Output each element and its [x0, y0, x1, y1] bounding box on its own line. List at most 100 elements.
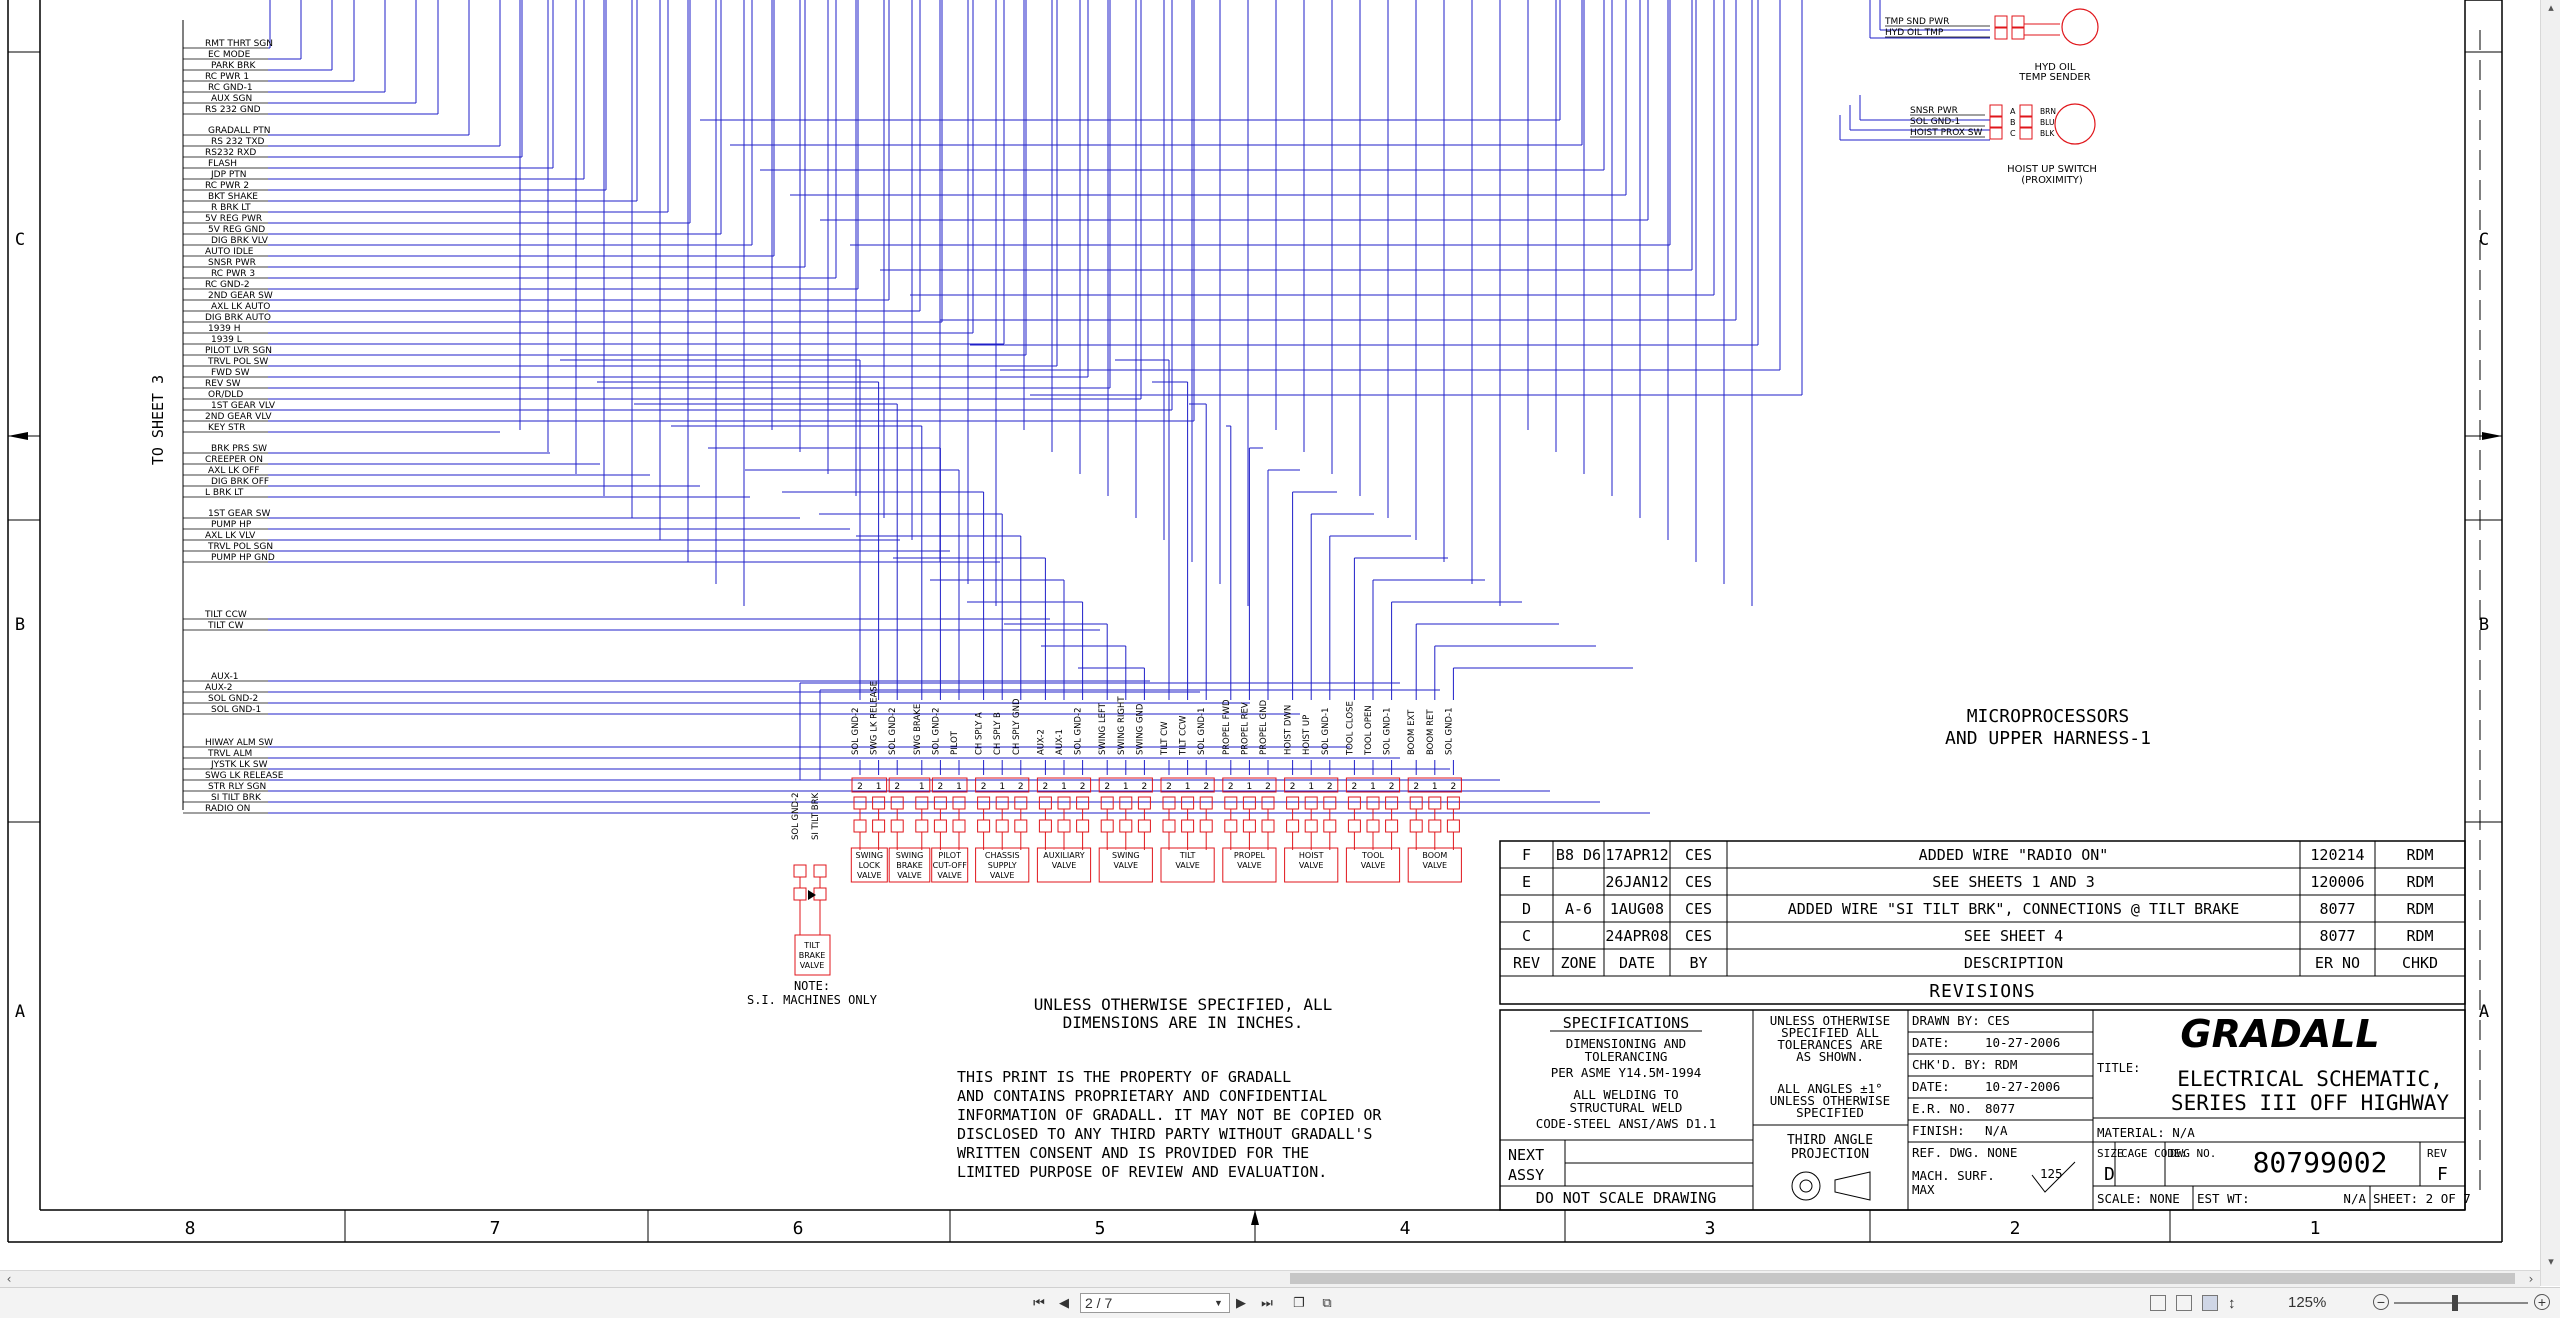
- terminal: [1181, 819, 1195, 833]
- zoom-level[interactable]: 125%: [2288, 1294, 2327, 1311]
- pin-label: B: [2010, 118, 2016, 127]
- valve-body: [888, 847, 931, 883]
- terminal: [1076, 796, 1090, 810]
- tolerance-line: UNLESS OTHERWISE: [1770, 1013, 1890, 1028]
- valve-label: TOOL: [1361, 851, 1384, 860]
- valve-label: PILOT: [938, 851, 961, 860]
- signal-label: SNSR PWR: [208, 258, 256, 268]
- revision-header: ZONE: [1560, 954, 1596, 972]
- terminal: [1100, 819, 1114, 833]
- revision-cell: A-6: [1565, 900, 1592, 918]
- revision-cell: RDM: [2406, 927, 2433, 945]
- signal-label: GRADALL PTN: [208, 126, 271, 136]
- pin-label: 2: [1018, 782, 1024, 792]
- copy-page-icon[interactable]: ❐: [1293, 1295, 1305, 1310]
- pin-label: 2: [1451, 782, 1457, 792]
- chevron-left-icon[interactable]: ‹: [6, 1272, 12, 1286]
- drawn-by: DRAWN BY: CES: [1912, 1013, 2010, 1028]
- fit-view-icon[interactable]: ↕: [2228, 1295, 2236, 1312]
- zone-number: 6: [793, 1218, 804, 1239]
- next-page-button[interactable]: ▶: [1236, 1295, 1246, 1310]
- last-page-button[interactable]: ⏭: [1261, 1295, 1273, 1310]
- revision-cell: SEE SHEET 4: [1964, 927, 2063, 945]
- pin-label: 2: [857, 782, 863, 792]
- valve-label: PROPEL: [1234, 851, 1266, 860]
- sensor-label: HOIST UP SWITCH: [2007, 164, 2097, 175]
- signal-label: BRK PRS SW: [211, 444, 267, 454]
- valve-body: [1036, 847, 1092, 883]
- terminal: [813, 887, 827, 901]
- revision-header: REV: [1513, 954, 1540, 972]
- first-page-button[interactable]: ⏮: [1033, 1295, 1045, 1310]
- page-number-field[interactable]: 2 / 7: [1080, 1293, 1230, 1313]
- terminal: [1409, 819, 1423, 833]
- terminal: [1137, 819, 1151, 833]
- signal-label: 2ND GEAR SW: [208, 291, 273, 301]
- valve-label: SWING: [856, 851, 884, 860]
- signal-label: CREEPER ON: [205, 455, 263, 465]
- valve-body: [850, 847, 888, 883]
- valve-label: VALVE: [800, 961, 825, 970]
- continuous-view-icon[interactable]: [2176, 1295, 2192, 1311]
- tolerance-line: SPECIFIED: [1796, 1105, 1864, 1120]
- pin-label: 1: [956, 782, 962, 792]
- do-not-scale-label: DO NOT SCALE DRAWING: [1536, 1189, 1717, 1207]
- valve-signal-label: SOL GND-1: [1321, 708, 1331, 756]
- sensor-signal-label: HOIST PROX SW: [1910, 128, 1983, 138]
- valve-signal-label: SOL GND-2: [851, 708, 861, 756]
- zone-number: 1: [2310, 1218, 2321, 1239]
- previous-page-button[interactable]: ◀: [1059, 1295, 1069, 1310]
- valve-signal-label: SOL GND-1: [1444, 708, 1454, 756]
- horizontal-scrollbar[interactable]: ‹ ›: [0, 1270, 2540, 1287]
- terminal: [1162, 819, 1176, 833]
- zone-number: 7: [490, 1218, 501, 1239]
- terminal: [933, 796, 947, 810]
- finish-value: N/A: [1985, 1123, 2008, 1138]
- property-notice-line: INFORMATION OF GRADALL. IT MAY NOT BE CO…: [957, 1106, 1382, 1124]
- signal-label: TILT CCW: [204, 610, 247, 620]
- vertical-scrollbar[interactable]: ▴ ▾: [2540, 0, 2560, 1286]
- tolerance-line: AS SHOWN.: [1796, 1049, 1864, 1064]
- facing-view-icon[interactable]: [2202, 1295, 2218, 1311]
- terminal: [1261, 819, 1275, 833]
- valve-label: CUT-OFF: [933, 861, 968, 870]
- horizontal-scroll-thumb[interactable]: [1290, 1273, 2515, 1284]
- valve-signal-label: TILT CCW: [1179, 715, 1189, 756]
- terminal: [1428, 819, 1442, 833]
- signal-label: 1ST GEAR VLV: [211, 401, 276, 411]
- mach-surf-value: 125: [2040, 1166, 2063, 1181]
- zone-letter: C: [2479, 230, 2489, 250]
- zoom-out-button[interactable]: −: [2373, 1294, 2389, 1310]
- revision-cell: CES: [1685, 846, 1712, 864]
- signal-label: PUMP HP: [211, 520, 252, 530]
- pin-label: 1: [1185, 782, 1191, 792]
- zone-letter: B: [2479, 615, 2489, 635]
- chevron-right-icon[interactable]: ›: [2528, 1272, 2534, 1286]
- valve-signal-label: SWING LEFT: [1098, 702, 1108, 755]
- sensor-signal-label: TMP SND PWR: [1884, 17, 1949, 27]
- valve-signal-label: CH SPLY B: [993, 712, 1003, 755]
- zoom-slider[interactable]: [2394, 1302, 2528, 1304]
- revision-cell: 1AUG08: [1610, 900, 1664, 918]
- terminal: [1446, 819, 1460, 833]
- chevron-up-icon[interactable]: ▴: [2548, 1, 2554, 14]
- pin-label: 2: [1228, 782, 1234, 792]
- chevron-down-icon[interactable]: ▼: [1214, 1298, 1223, 1308]
- terminal: [1076, 819, 1090, 833]
- terminal: [853, 796, 867, 810]
- paste-page-icon[interactable]: ⧉: [1322, 1295, 1332, 1310]
- connector-housing: [1098, 777, 1153, 793]
- revision-cell: E: [1522, 873, 1531, 891]
- valve-body: [1098, 847, 1153, 883]
- wire-color-label: BRN: [2040, 107, 2056, 116]
- tilt-brake-signal-label: SI TILT BRK: [811, 793, 821, 840]
- single-page-view-icon[interactable]: [2150, 1295, 2166, 1311]
- chevron-down-icon[interactable]: ▾: [2548, 1255, 2554, 1268]
- signal-label: RS 232 TXD: [211, 137, 265, 147]
- zoom-in-button[interactable]: +: [2534, 1294, 2550, 1310]
- spec-line: CODE-STEEL ANSI/AWS D1.1: [1536, 1116, 1717, 1131]
- terminal: [1057, 819, 1071, 833]
- terminal: [977, 819, 991, 833]
- pin-label: 2: [1166, 782, 1172, 792]
- zoom-slider-thumb[interactable]: [2452, 1295, 2458, 1311]
